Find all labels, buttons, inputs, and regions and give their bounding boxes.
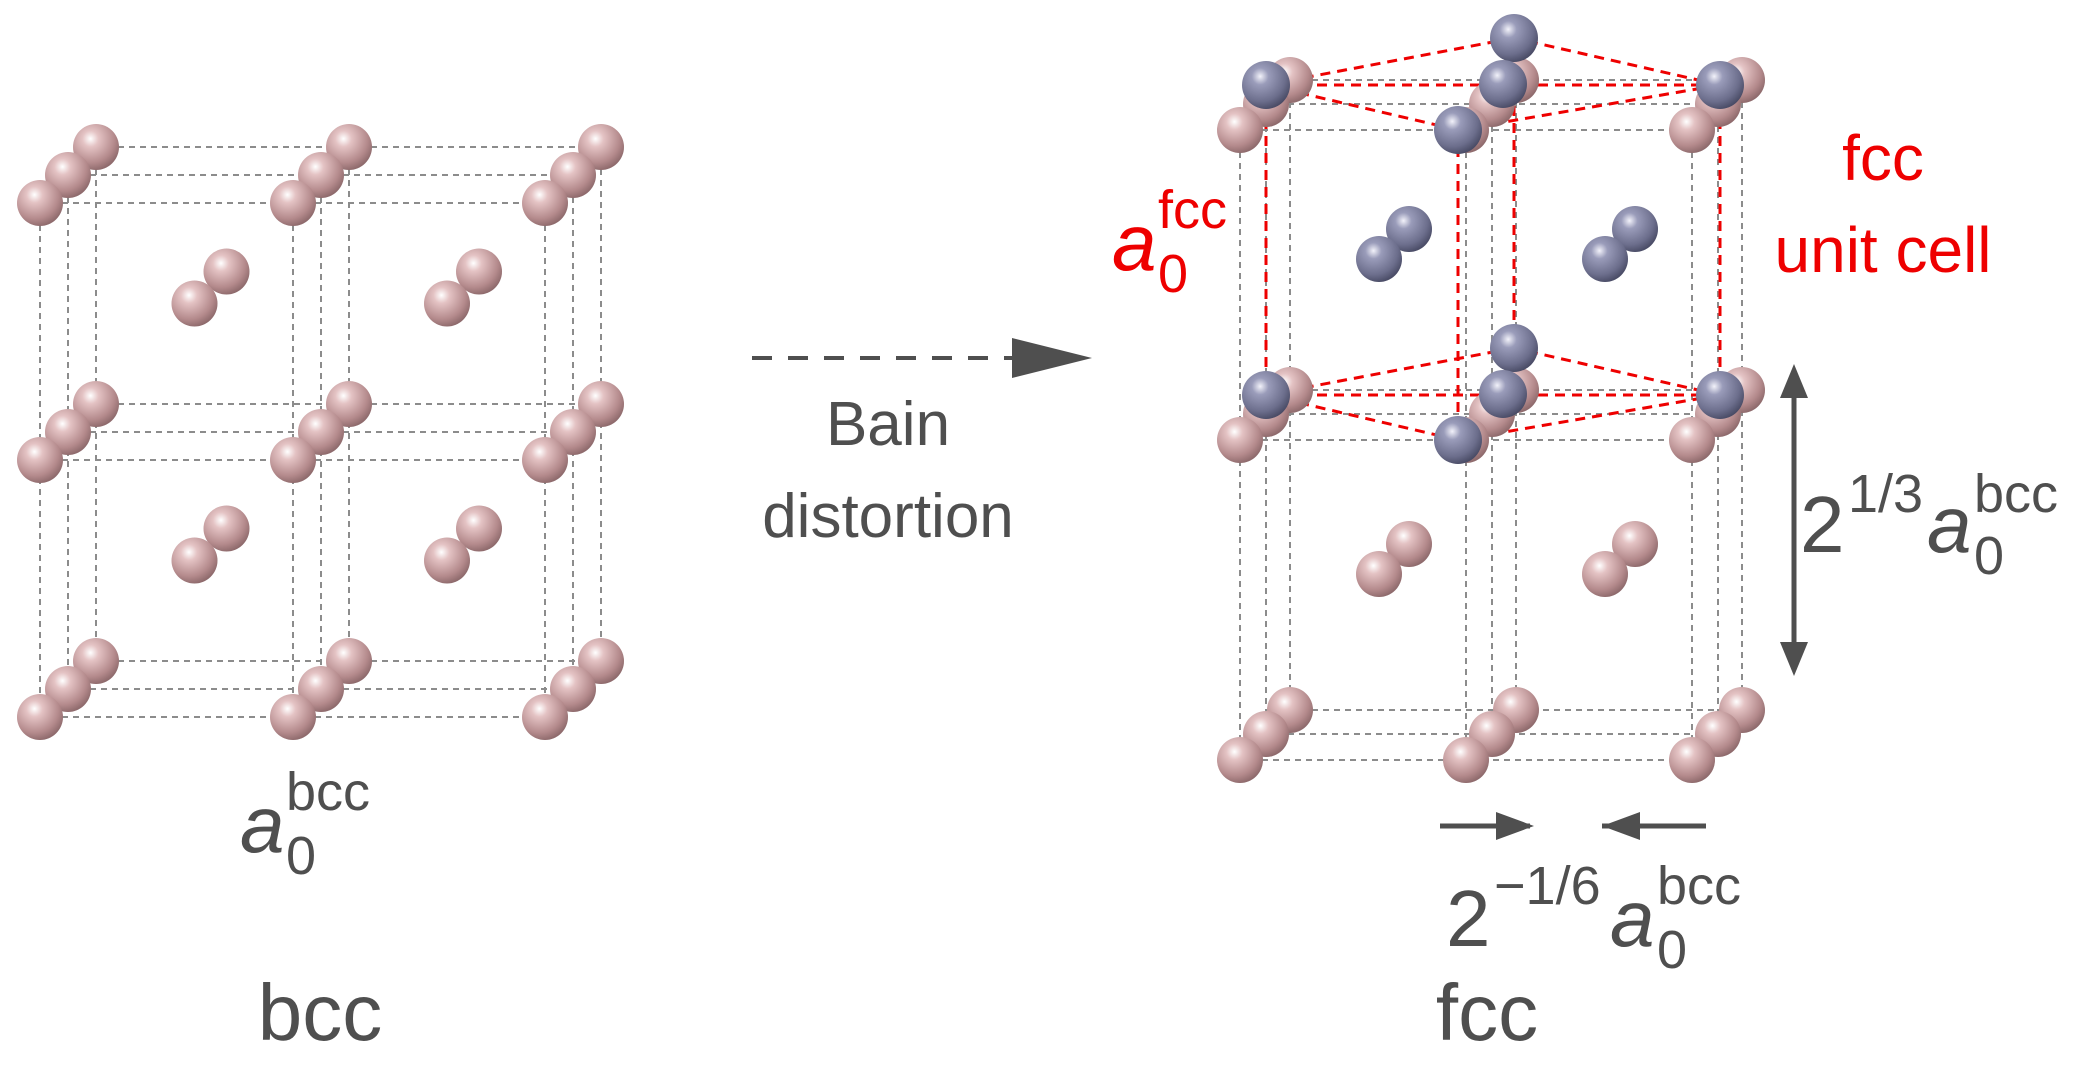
fcc-cell-atom	[1479, 370, 1527, 418]
bain-distortion-arrow	[752, 338, 1092, 378]
height-coef: 2	[1800, 480, 1845, 569]
bcc-corner-atom	[522, 437, 568, 483]
fcc-cell-atom	[1490, 324, 1538, 372]
fcc-corner-atom	[1217, 417, 1263, 463]
bcc-corner-atom	[578, 381, 624, 427]
width-exponent: −1/6	[1494, 856, 1601, 916]
fcc-param-sub: 0	[1158, 244, 1188, 304]
bcc-corner-atom	[73, 381, 119, 427]
height-symbol: a	[1927, 480, 1972, 569]
fcc-cell-atom	[1479, 60, 1527, 108]
bcc-param-symbol: a	[240, 780, 285, 869]
bcc-param-sub: 0	[286, 826, 316, 886]
bcc-corner-atom	[17, 694, 63, 740]
fcc-center-atom	[1612, 206, 1658, 252]
bcc-center-atom	[203, 248, 250, 295]
arrow-head	[1012, 338, 1092, 378]
bcc-corner-atom	[17, 180, 63, 226]
fcc-corner-atom	[1217, 107, 1263, 153]
bcc-lattice-parameter-label: a 0 bcc	[240, 762, 370, 886]
width-coef: 2	[1446, 874, 1491, 963]
bcc-corner-atom	[522, 694, 568, 740]
bcc-corner-atom	[17, 437, 63, 483]
width-sub: 0	[1657, 920, 1687, 980]
fcc-center-atom	[1356, 236, 1402, 282]
bcc-corner-atom	[45, 666, 91, 712]
bcc-corner-atom	[298, 152, 344, 198]
bcc-corner-atom	[270, 437, 316, 483]
bcc-center-atom	[203, 505, 250, 552]
bcc-corner-atom	[298, 409, 344, 455]
bcc-corner-atom	[270, 694, 316, 740]
width-dimension-label: 2 −1/6 a 0 bcc	[1446, 856, 1741, 980]
bcc-corner-atom	[45, 152, 91, 198]
fcc-cell-edge	[1513, 346, 1721, 397]
fcc-cell-edge	[1457, 83, 1721, 132]
fcc-cell-edge	[1457, 393, 1721, 442]
fcc-corner-atom	[1669, 737, 1715, 783]
bcc-corner-atom	[326, 124, 372, 170]
fcc-cell-atom	[1490, 14, 1538, 62]
bcc-corner-atom	[550, 409, 596, 455]
bcc-center-atom	[456, 248, 502, 295]
transition-label-line1: Bain	[826, 390, 950, 459]
fcc-cell-atom	[1434, 106, 1482, 154]
bcc-corner-atom	[578, 638, 624, 684]
fcc-center-atom	[1582, 236, 1628, 282]
fcc-caption: fcc	[1436, 968, 1538, 1057]
bcc-caption: bcc	[258, 968, 383, 1057]
bcc-corner-atom	[578, 124, 624, 170]
bcc-corner-atom	[73, 124, 119, 170]
bcc-corner-atom	[522, 180, 568, 226]
bcc-corner-atom	[270, 180, 316, 226]
fcc-lattice-parameter-label: a 0 fcc	[1112, 180, 1227, 304]
fcc-cell-atom	[1434, 416, 1482, 464]
fcc-cell-edge	[1513, 36, 1721, 87]
height-sub: 0	[1974, 526, 2004, 586]
height-dimension-arrow	[1780, 364, 1808, 676]
fcc-center-atom	[1582, 551, 1628, 597]
fcc-cell-atom	[1242, 371, 1290, 419]
fcc-lattice	[1217, 14, 1765, 783]
fcc-param-sup: fcc	[1158, 180, 1227, 240]
bcc-corner-atom	[550, 666, 596, 712]
fcc-corner-atom	[1443, 737, 1489, 783]
fcc-corner-atom	[1669, 107, 1715, 153]
width-sup: bcc	[1657, 856, 1741, 916]
fcc-cell-atom	[1242, 61, 1290, 109]
bcc-lattice	[17, 124, 624, 740]
fcc-corner-atom	[1217, 737, 1263, 783]
fcc-cell-atom	[1696, 371, 1744, 419]
fcc-corner-atom	[1669, 417, 1715, 463]
fcc-unit-cell-label-line1: fcc	[1842, 122, 1924, 194]
width-symbol: a	[1610, 874, 1655, 963]
bcc-center-atom	[456, 505, 502, 552]
height-sup: bcc	[1974, 464, 2058, 524]
fcc-param-symbol: a	[1112, 198, 1157, 287]
fcc-center-atom	[1612, 521, 1658, 567]
transition-label-line2: distortion	[762, 482, 1014, 551]
height-dimension-label: 2 1/3 a 0 bcc	[1800, 464, 2058, 586]
fcc-center-atom	[1386, 521, 1432, 567]
bcc-center-atom	[424, 537, 470, 584]
bcc-param-sup: bcc	[286, 762, 370, 822]
bcc-center-atom	[171, 280, 218, 327]
bcc-center-atom	[424, 280, 470, 327]
bcc-corner-atom	[326, 638, 372, 684]
bcc-corner-atom	[45, 409, 91, 455]
bcc-corner-atom	[326, 381, 372, 427]
bcc-corner-atom	[298, 666, 344, 712]
fcc-center-atom	[1386, 206, 1432, 252]
bcc-corner-atom	[550, 152, 596, 198]
bcc-center-atom	[171, 537, 218, 584]
width-dimension-arrows	[1440, 812, 1706, 840]
height-exponent: 1/3	[1848, 464, 1923, 524]
fcc-cell-atom	[1696, 61, 1744, 109]
fcc-center-atom	[1356, 551, 1402, 597]
fcc-unit-cell-label-line2: unit cell	[1775, 214, 1992, 286]
bcc-corner-atom	[73, 638, 119, 684]
